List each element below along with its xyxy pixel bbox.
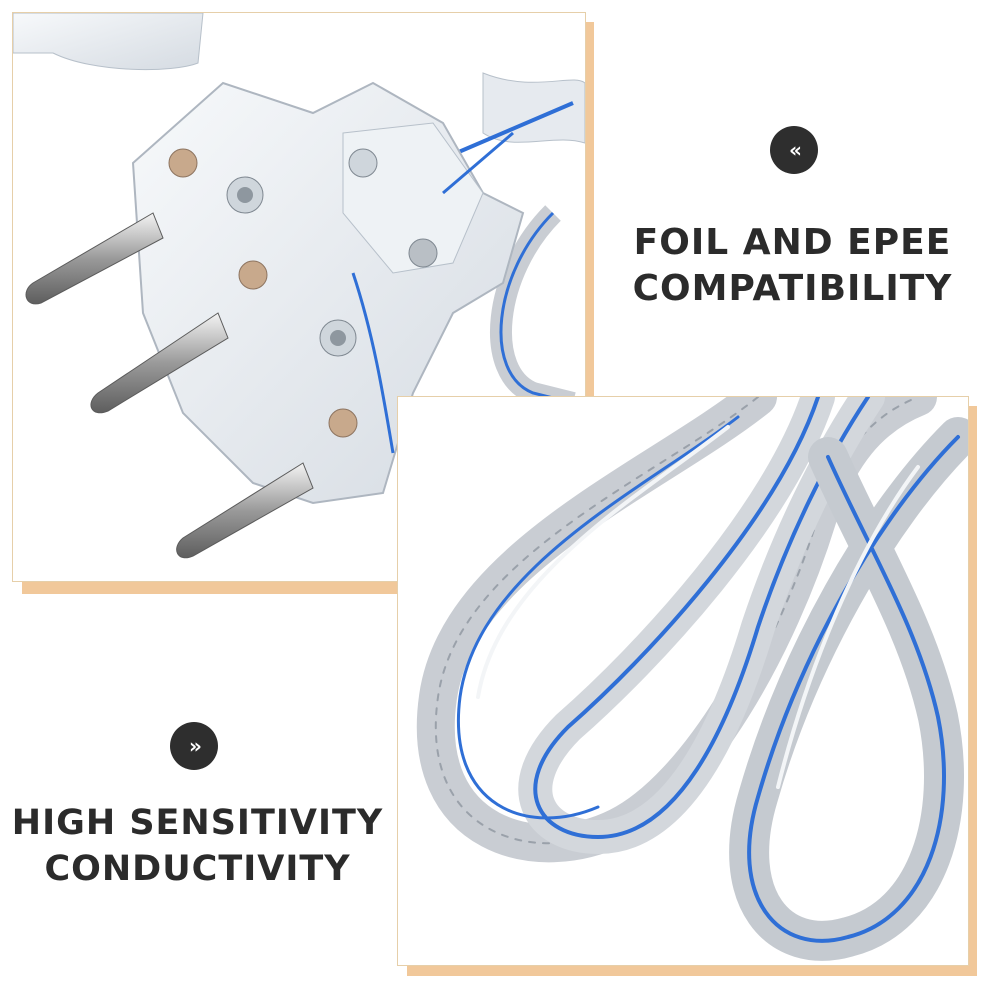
caption-bottom-line2: CONDUCTIVITY [44,849,351,889]
rewind-chevron-icon: « [770,126,818,174]
badge-bottom-glyph: » [189,734,202,758]
caption-top-line1: FOIL AND EPEE [633,222,952,263]
forward-chevron-icon: » [170,722,218,770]
caption-bottom-line1: HIGH SENSITIVITY [11,803,384,843]
badge-top-glyph: « [789,138,802,162]
caption-compatibility: FOIL AND EPEE COMPATIBILITY [600,220,985,312]
cable-photo-frame [397,396,969,966]
caption-conductivity: HIGH SENSITIVITY CONDUCTIVITY [0,800,395,892]
cable-coil-illustration [398,397,968,965]
caption-top-line2: COMPATIBILITY [632,268,953,309]
